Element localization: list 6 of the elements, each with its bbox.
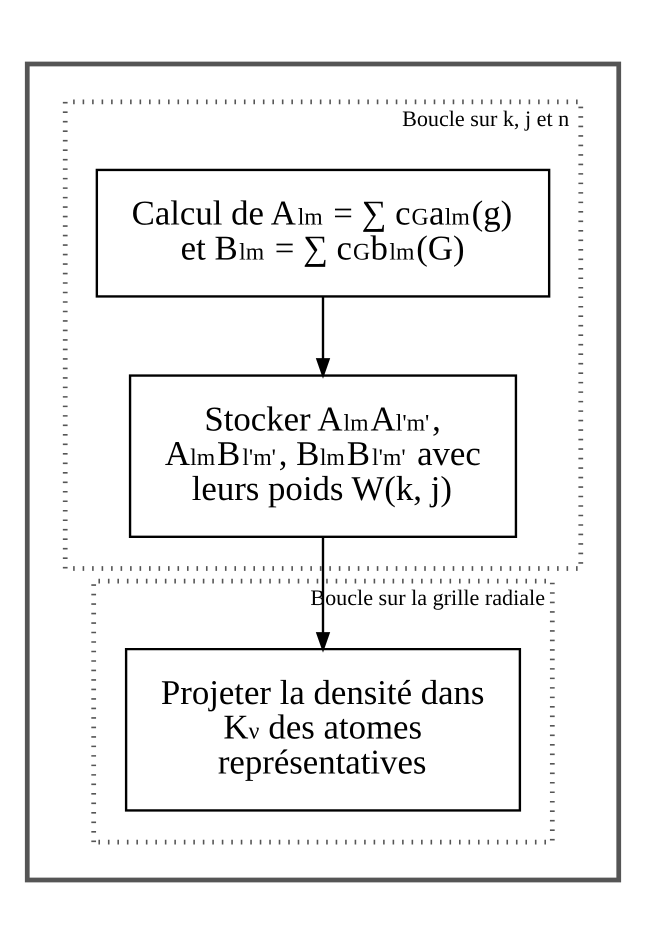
node-box: Calcul de Alm = ∑ cGalm(g) et Blm = ∑ cGblm(G) <box>96 168 550 298</box>
arrow <box>316 296 330 378</box>
arrow <box>316 536 330 652</box>
node-box: Projeter la densité dans Kν des atomes représentatives <box>124 647 522 812</box>
cluster <box>24 61 622 882</box>
node-box: Stocker AlmAl'm', AlmBl'm', BlmBl'm' avec leurs poids W(k, j) <box>128 374 518 538</box>
